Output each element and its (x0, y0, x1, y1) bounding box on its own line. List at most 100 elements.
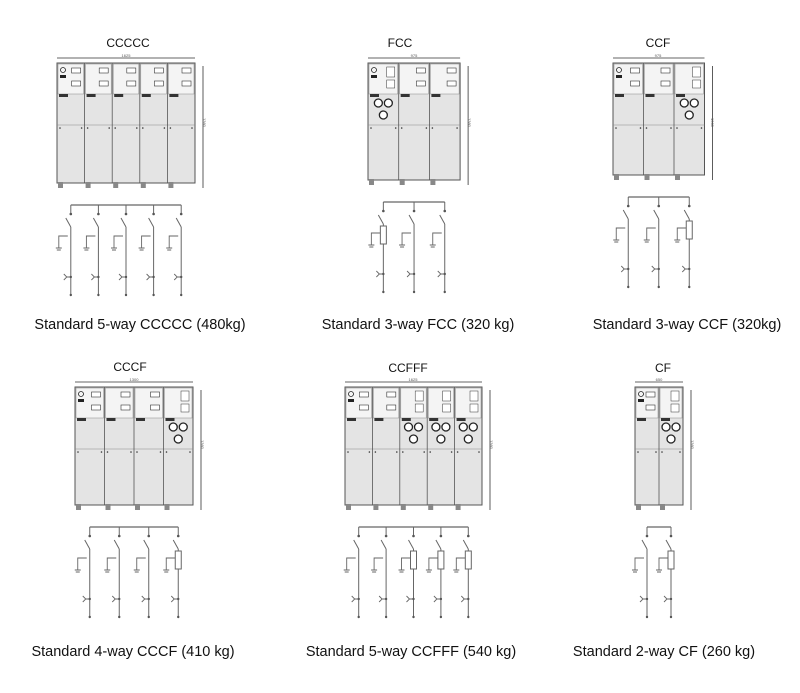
connection-node (147, 615, 150, 619)
earth-indicator (150, 404, 160, 411)
connection-node (97, 212, 100, 216)
gauge-icon (78, 391, 84, 397)
fuse-indicator (414, 390, 424, 402)
fuse-indicator (442, 403, 451, 413)
connection-node (669, 615, 673, 619)
load-break-switch (439, 214, 446, 225)
fuse-indicator (469, 403, 479, 413)
door-screw (163, 127, 166, 129)
door-screw (429, 451, 432, 453)
door-screw (191, 127, 193, 129)
earth-switch-symbol (133, 557, 146, 573)
connection-node (688, 285, 691, 289)
connection-node (382, 209, 385, 213)
cabinet-foot (399, 179, 405, 185)
connection-node (124, 293, 128, 297)
title-fcc: FCC (387, 36, 413, 50)
fuse-indicator (414, 403, 424, 413)
height-dimension: 1360 (690, 440, 695, 449)
terminal-block (637, 418, 646, 421)
title-cf: CF (655, 361, 671, 375)
connection-node (384, 615, 388, 619)
gauge-icon (371, 67, 377, 73)
switch-indicator (150, 391, 160, 398)
connection-node (439, 534, 443, 538)
connection-node (118, 615, 121, 619)
connection-node (688, 267, 691, 271)
connection-node (357, 534, 361, 538)
load-break-switch (408, 214, 415, 225)
indicator-lamp (638, 399, 644, 402)
caption-ccf: Standard 3-way CCF (320kg) (592, 317, 782, 333)
door-screw (425, 127, 428, 129)
earth-indicator (386, 404, 397, 411)
connection-node (412, 534, 415, 538)
terminal-block (615, 94, 624, 97)
earth-switch-symbol (111, 235, 123, 251)
terminal-block (86, 94, 96, 97)
door-screw (670, 127, 672, 129)
cabinet-foot (113, 182, 119, 188)
fuse-socket (661, 422, 671, 432)
height-dimension: 1360 (200, 440, 205, 449)
connection-node (645, 615, 649, 619)
load-break-switch (641, 539, 648, 550)
door-screw (645, 127, 648, 129)
terminal-block (77, 418, 86, 421)
load-break-switch (175, 217, 182, 228)
earth-switch-symbol (74, 557, 87, 573)
fuse-socket (684, 110, 694, 120)
connection-node (439, 597, 443, 601)
fuse-socket (178, 422, 188, 432)
cabinet-foot (675, 174, 680, 180)
terminal-block (401, 418, 411, 421)
fuse-indicator (692, 66, 701, 78)
cabinet-foot (428, 504, 434, 510)
earth-switch-symbol (368, 232, 381, 248)
earth-switch-symbol (83, 235, 96, 251)
fuse-socket (378, 110, 389, 120)
terminal-block (106, 418, 116, 421)
cabinet-foot (164, 504, 170, 510)
connection-node (443, 290, 446, 294)
connection-node (97, 275, 100, 279)
connection-node (147, 597, 150, 601)
fuse-indicator (692, 79, 701, 89)
indicator-lamp (348, 399, 354, 402)
door-screw (637, 451, 639, 453)
cabinet-foot (346, 504, 351, 510)
connection-node (645, 597, 649, 601)
connection-node (443, 209, 447, 213)
earth-indicator (154, 80, 164, 87)
earth-indicator (126, 80, 137, 87)
caption-cccf: Standard 4-way CCCF (410 kg) (31, 644, 235, 660)
earth-switch-symbol (632, 557, 644, 573)
connection-node (669, 597, 673, 601)
fuse-socket (168, 422, 178, 432)
fuse-socket (666, 434, 676, 444)
width-dimension: 975 (654, 53, 662, 58)
fuse-socket (671, 422, 681, 432)
connection-node (117, 534, 121, 538)
earth-switch-symbol (399, 232, 412, 248)
title-ccfff: CCFFF (388, 361, 428, 375)
connection-node (147, 534, 151, 538)
terminal-block (676, 94, 685, 97)
door-screw (165, 451, 168, 453)
width-dimension: 1625 (121, 53, 131, 58)
fuse-indicator (180, 403, 190, 413)
terminal-block (370, 94, 379, 97)
gauge-icon (616, 67, 622, 73)
connection-node (669, 534, 673, 538)
fuse-socket (458, 422, 468, 432)
caption-fcc: Standard 3-way FCC (320 kg) (321, 317, 515, 333)
connection-node (382, 290, 385, 294)
connection-node (657, 285, 660, 289)
door-screw (655, 451, 657, 453)
connection-node (626, 204, 630, 208)
load-break-switch (113, 539, 120, 550)
load-break-switch (353, 539, 360, 550)
switch-indicator (181, 67, 192, 74)
connection-node (118, 597, 121, 601)
